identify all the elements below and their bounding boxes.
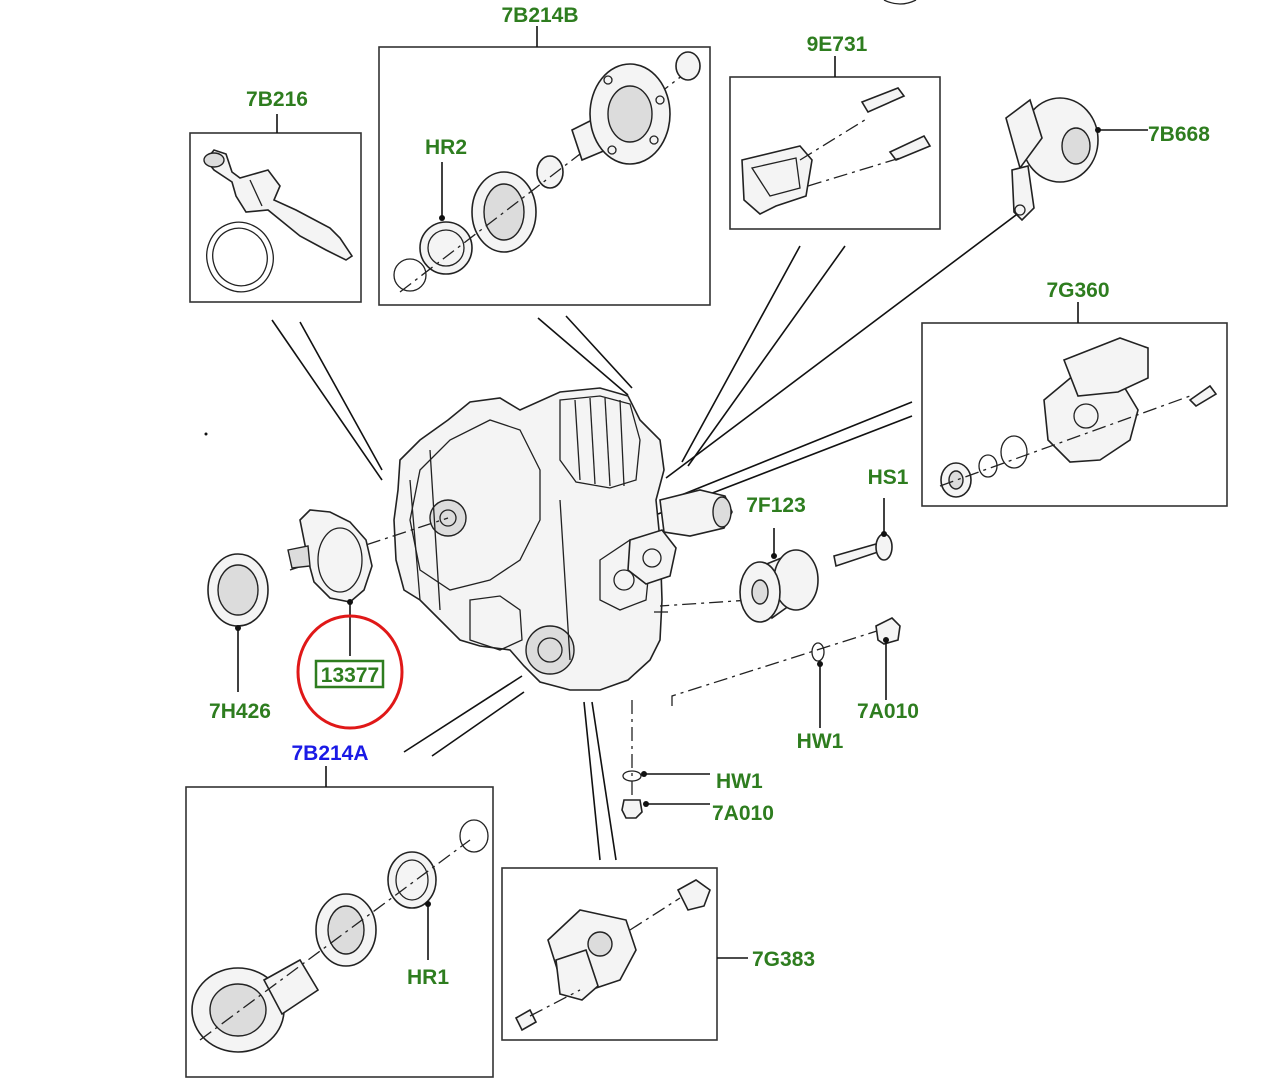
label-7F123[interactable]: 7F123 [746, 494, 806, 517]
label-7G383[interactable]: 7G383 [752, 948, 815, 971]
washer-and-plug-right [811, 617, 901, 662]
label-7B214A[interactable]: 7B214A [291, 742, 368, 765]
pressure-sensor-7G383 [514, 879, 711, 1032]
bolt-HS1 [833, 533, 893, 568]
label-7H426[interactable]: 7H426 [209, 700, 271, 723]
label-9E731[interactable]: 9E731 [807, 33, 868, 56]
box-7G383 [501, 867, 718, 1041]
transfer-case-housing [393, 387, 665, 691]
sensor-and-bolts-9E731 [741, 87, 932, 215]
label-7A010-center[interactable]: 7A010 [712, 802, 774, 825]
label-HW1-center[interactable]: HW1 [716, 770, 763, 793]
box-7G360 [921, 322, 1228, 507]
label-HS1[interactable]: HS1 [868, 466, 909, 489]
shield-13377 [287, 509, 373, 603]
roller-7F123 [739, 549, 819, 623]
flange-shaft-seal-kit-7B214B [393, 51, 701, 293]
shift-motor-on-housing [627, 489, 733, 585]
washer-and-plug-center [621, 770, 643, 819]
sealant-tube-and-o-ring [203, 149, 354, 293]
seal-7H426 [207, 553, 269, 627]
label-13377[interactable]: 13377 [321, 664, 379, 687]
label-HR2[interactable]: HR2 [425, 136, 467, 159]
box-7B216 [189, 132, 362, 303]
label-7B668[interactable]: 7B668 [1148, 123, 1210, 146]
highlight-label-box [314, 659, 385, 689]
motor-7B668 [1005, 97, 1148, 222]
label-7B216[interactable]: 7B216 [246, 88, 308, 111]
label-7B214B[interactable]: 7B214B [501, 4, 578, 27]
label-7A010-right[interactable]: 7A010 [857, 700, 919, 723]
box-7B214A [185, 786, 494, 1078]
shift-actuator-7G360 [939, 337, 1218, 498]
highlight-circle [296, 614, 404, 730]
label-7G360[interactable]: 7G360 [1046, 279, 1109, 302]
flange-shaft-seal-kit-7B214A [191, 819, 489, 1053]
label-HW1-right[interactable]: HW1 [797, 730, 844, 753]
box-7B214B [378, 46, 711, 306]
label-HR1[interactable]: HR1 [407, 966, 449, 989]
